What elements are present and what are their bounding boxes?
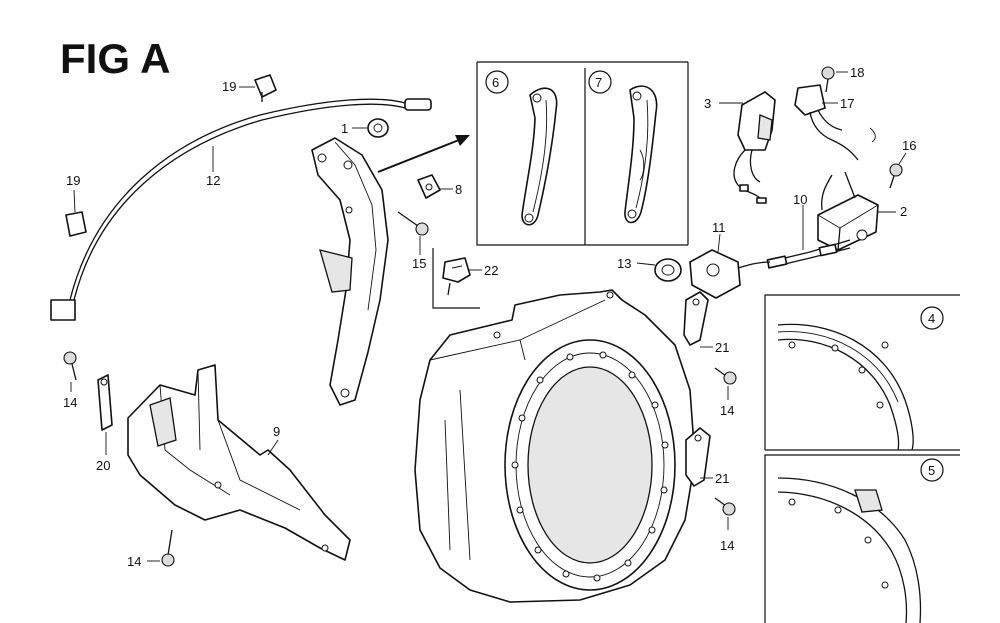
part-12-cable (50, 98, 432, 321)
part-14-bolt-upper (714, 367, 737, 385)
detail-marker-6-label: 6 (492, 75, 499, 90)
figure-title: FIG A (60, 35, 170, 82)
callout-13: 13 (617, 256, 631, 271)
callout-15: 15 (412, 256, 426, 271)
detail-view-5 (764, 454, 960, 623)
detail-marker-4-label: 4 (928, 311, 935, 326)
part-20-bracket (97, 374, 113, 431)
part-2-module (817, 171, 879, 251)
reference-arrow (377, 135, 470, 173)
callout-22: 22 (484, 263, 498, 278)
callout-16: 16 (902, 138, 916, 153)
callout-19-left: 19 (66, 173, 80, 188)
detail-view-4 (764, 294, 960, 451)
part-13-grommet (654, 258, 682, 282)
callout-21-lower: 21 (715, 471, 729, 486)
part-11-switch (689, 249, 771, 299)
part-15-screw (397, 211, 429, 236)
callout-14-left: 14 (63, 395, 77, 410)
fan-housing (414, 289, 696, 603)
callout-1: 1 (341, 121, 348, 136)
callout-3: 3 (704, 96, 711, 111)
part-17-switch (794, 84, 876, 161)
detail-marker-7-label: 7 (595, 75, 602, 90)
part-21-stay-upper (683, 291, 709, 346)
callout-11: 11 (712, 220, 726, 235)
callout-21-upper: 21 (715, 340, 729, 355)
callout-14-upper: 14 (720, 403, 734, 418)
callout-10: 10 (793, 192, 807, 207)
ignition-module (733, 91, 776, 204)
part-8-clip (417, 174, 441, 199)
part-14-bolt-left (63, 351, 77, 381)
callout-14-lower: 14 (720, 538, 734, 553)
part-19-clip-top (254, 74, 277, 102)
bracket-variant-7 (624, 85, 658, 224)
part-18-bolt (821, 66, 835, 93)
bracket-variant-6 (521, 87, 558, 226)
callout-2: 2 (900, 204, 907, 219)
part-14-bolt-lower (714, 497, 736, 516)
callout-17: 17 (840, 96, 854, 111)
detail-marker-5-label: 5 (928, 463, 935, 478)
part-10-wire (766, 239, 851, 269)
part-19-clip-left (65, 211, 87, 237)
part-21-stay-lower (685, 427, 711, 487)
detail-marker-6 (485, 70, 509, 94)
detail-marker-7 (588, 70, 612, 94)
main-bracket (311, 137, 389, 406)
callout-20: 20 (96, 458, 110, 473)
part-16-bolt (889, 163, 903, 189)
detail-box-group: 6 7 (476, 61, 689, 246)
callout-18: 18 (850, 65, 864, 80)
part-9-shroud (127, 364, 351, 561)
callout-12: 12 (206, 173, 220, 188)
part-22-detail (432, 248, 480, 309)
callout-8: 8 (455, 182, 462, 197)
part-1-grommet (367, 118, 389, 138)
callout-9: 9 (273, 424, 280, 439)
callout-19-top: 19 (222, 79, 236, 94)
part-14-bolt-bottom (161, 529, 175, 567)
callout-14-bottom: 14 (127, 554, 141, 569)
